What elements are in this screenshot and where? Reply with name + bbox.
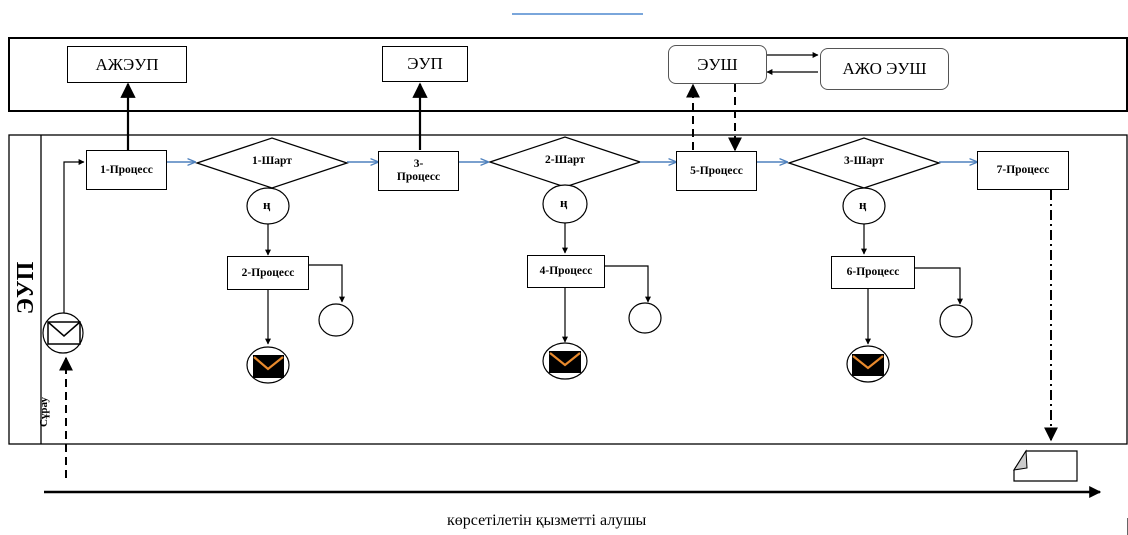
top-pool <box>8 37 1128 112</box>
condition-3-diamond <box>786 137 942 189</box>
end-circle-1 <box>318 303 354 337</box>
eup-top-box: ЭУП <box>382 46 468 82</box>
process-5-box: 5-Процесс <box>676 151 757 191</box>
end-circle-3 <box>939 304 973 338</box>
azheup-box: АЖЭУП <box>67 46 187 83</box>
condition-3-label: 3-Шарт <box>844 155 884 167</box>
process-3-line2: Процесс <box>396 171 441 183</box>
process-7-box: 7-Процесс <box>977 151 1069 190</box>
black-envelope-icon <box>846 345 890 383</box>
end-circle-2 <box>628 302 662 334</box>
process-3-line1: 3- <box>413 158 424 170</box>
request-label: Сұрау <box>38 397 50 428</box>
no-label-2: ң <box>560 195 568 210</box>
dashed-connectors <box>59 83 742 478</box>
no-label-1: ң <box>263 197 271 212</box>
condition-1-label: 1-Шарт <box>252 155 292 167</box>
envelope-icon <box>42 312 84 354</box>
condition-2-label: 2-Шарт <box>545 154 585 166</box>
black-envelope-icon <box>246 346 290 384</box>
bottom-label: көрсетілетін қызметті алушы <box>447 512 647 529</box>
process-4-box: 4-Процесс <box>527 255 605 288</box>
eush-box: ЭУШ <box>668 45 767 84</box>
process-6-box: 6-Процесс <box>831 256 915 289</box>
black-envelope-icon <box>542 342 588 380</box>
no-label-3: ң <box>859 197 867 212</box>
lane-pool <box>8 134 1128 445</box>
document-icon <box>1012 449 1078 482</box>
upward-arrows <box>120 82 428 150</box>
process-3-box: 3- Процесс <box>378 151 459 191</box>
azho-eush-box: АЖО ЭУШ <box>820 48 949 90</box>
process-1-box: 1-Процесс <box>86 150 167 190</box>
process-2-box: 2-Процесс <box>227 256 309 290</box>
condition-1-diamond <box>194 137 350 189</box>
black-connectors <box>63 52 963 345</box>
lane-title: ЭУП <box>13 261 39 315</box>
